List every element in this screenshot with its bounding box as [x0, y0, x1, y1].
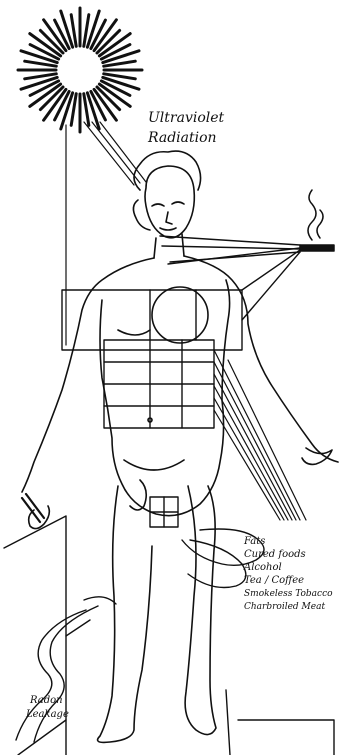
- diet-label-3: Alcohol: [243, 562, 282, 573]
- diet-label-2: Cured foods: [244, 549, 306, 560]
- uv-label-line2: Radiation: [147, 130, 217, 146]
- diet-label-4: Tea / Coffee: [244, 575, 304, 586]
- radon-label-line1: Radon: [29, 695, 63, 706]
- uv-label-line1: Ultraviolet: [148, 110, 225, 126]
- diet-label-5: Smokeless Tobacco: [244, 589, 333, 599]
- diet-label-6: Charbroiled Meat: [244, 602, 325, 612]
- radon-label-line2: Leakage: [25, 709, 69, 720]
- diet-label-1: Fats: [243, 536, 265, 547]
